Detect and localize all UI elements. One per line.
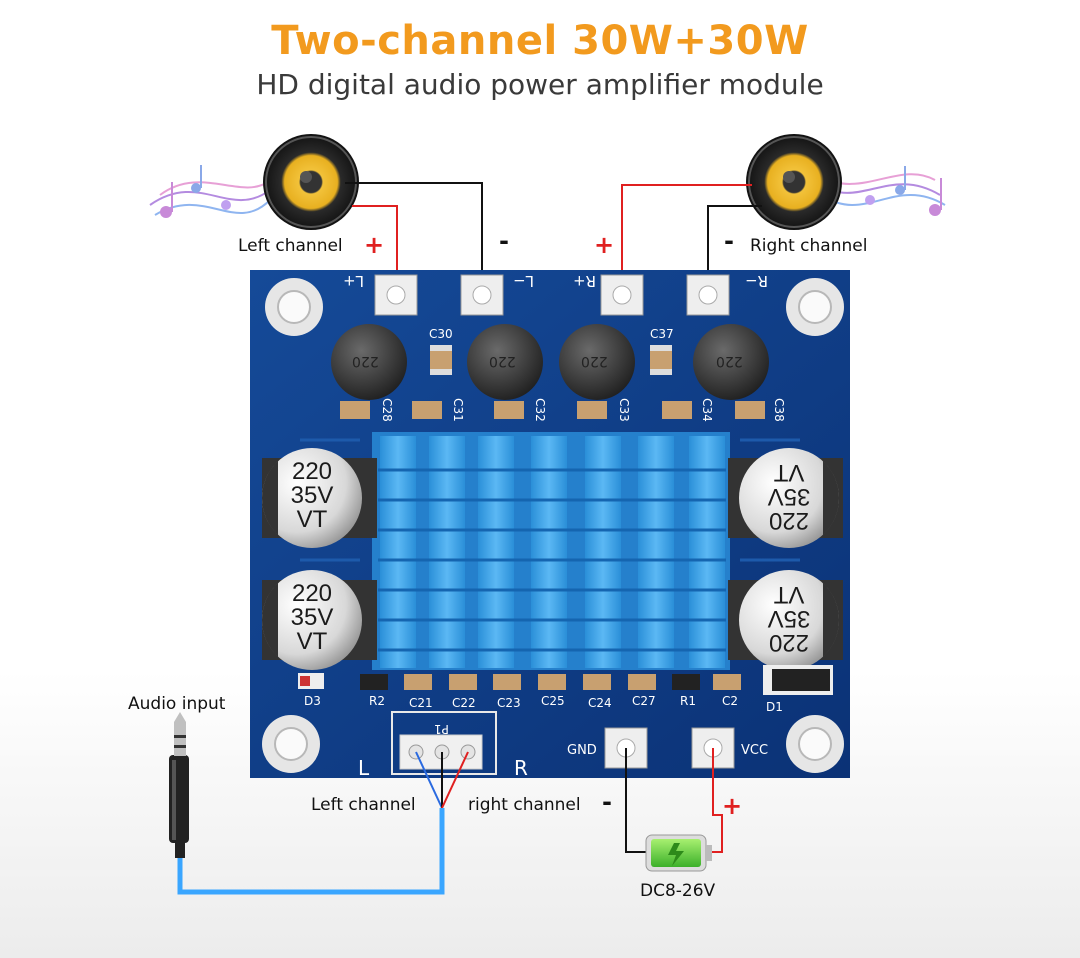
silk-c2: C2 xyxy=(722,694,739,708)
silk-d1: D1 xyxy=(766,700,783,714)
music-notes-left-icon xyxy=(149,165,271,218)
battery-icon xyxy=(645,834,712,872)
silk-r2: R2 xyxy=(369,694,385,708)
silk-l: L xyxy=(358,756,370,780)
inductor-value-2: 220 xyxy=(489,353,516,369)
inductor-value-1: 220 xyxy=(352,353,379,369)
page-subtitle: HD digital audio power amplifier module xyxy=(256,68,824,101)
silk-c21: C21 xyxy=(409,696,433,710)
smd-components-top xyxy=(340,345,765,419)
silk-c22: C22 xyxy=(452,696,476,710)
silk-c28: C28 xyxy=(379,398,394,422)
silk-c25: C25 xyxy=(541,694,565,708)
heatsink xyxy=(372,432,730,670)
pin-label-l-minus: L− xyxy=(513,272,534,290)
left-channel-label: Left channel xyxy=(238,236,343,256)
silk-c34: C34 xyxy=(699,398,714,422)
inductor-value-3: 220 xyxy=(581,353,608,369)
pin-label-r-minus: R− xyxy=(745,272,768,290)
electrolytic-capacitors xyxy=(261,448,843,670)
silk-r: R xyxy=(514,756,528,780)
silk-r1: R1 xyxy=(680,694,696,708)
right-speaker-icon xyxy=(746,134,842,230)
inductors xyxy=(331,324,769,400)
input-wires xyxy=(177,751,469,895)
gnd-minus-sign: - xyxy=(602,788,612,816)
audio-jack-icon xyxy=(169,712,189,858)
silk-c37: C37 xyxy=(650,327,674,341)
left-plus-sign: + xyxy=(364,231,385,259)
silk-c31: C31 xyxy=(450,398,465,422)
silk-gnd: GND xyxy=(567,743,597,758)
right-plus-sign: + xyxy=(594,231,615,259)
left-channel-input-label: Left channel xyxy=(311,795,416,815)
silk-c32: C32 xyxy=(532,398,547,422)
audio-input-label: Audio input xyxy=(128,694,226,714)
output-terminals xyxy=(374,274,730,316)
right-channel-label: Right channel xyxy=(750,236,868,256)
page-title: Two-channel 30W+30W xyxy=(271,18,809,64)
speaker-wires xyxy=(345,182,762,295)
smd-components-bottom xyxy=(298,665,833,695)
silk-c23: C23 xyxy=(497,696,521,710)
inductor-value-4: 220 xyxy=(716,353,743,369)
silk-d3: D3 xyxy=(304,694,321,708)
power-wires xyxy=(625,748,723,853)
silk-vcc: VCC xyxy=(741,743,769,758)
left-minus-sign: - xyxy=(499,227,509,255)
left-speaker-icon xyxy=(263,134,359,230)
right-minus-sign: - xyxy=(724,227,734,255)
silk-c30: C30 xyxy=(429,327,453,341)
silk-c33: C33 xyxy=(616,398,631,422)
silk-c38: C38 xyxy=(771,398,786,422)
pin-label-l-plus: L+ xyxy=(343,272,364,290)
pin-label-r-plus: R+ xyxy=(573,272,596,290)
mounting-holes xyxy=(262,278,844,773)
silk-c24: C24 xyxy=(588,696,612,710)
vcc-plus-sign: + xyxy=(722,792,743,820)
right-channel-input-label: right channel xyxy=(468,795,581,815)
silk-p1: P1 xyxy=(434,722,449,736)
power-terminals xyxy=(604,727,735,769)
power-voltage-label: DC8-26V xyxy=(640,881,716,901)
silk-c27: C27 xyxy=(632,694,656,708)
